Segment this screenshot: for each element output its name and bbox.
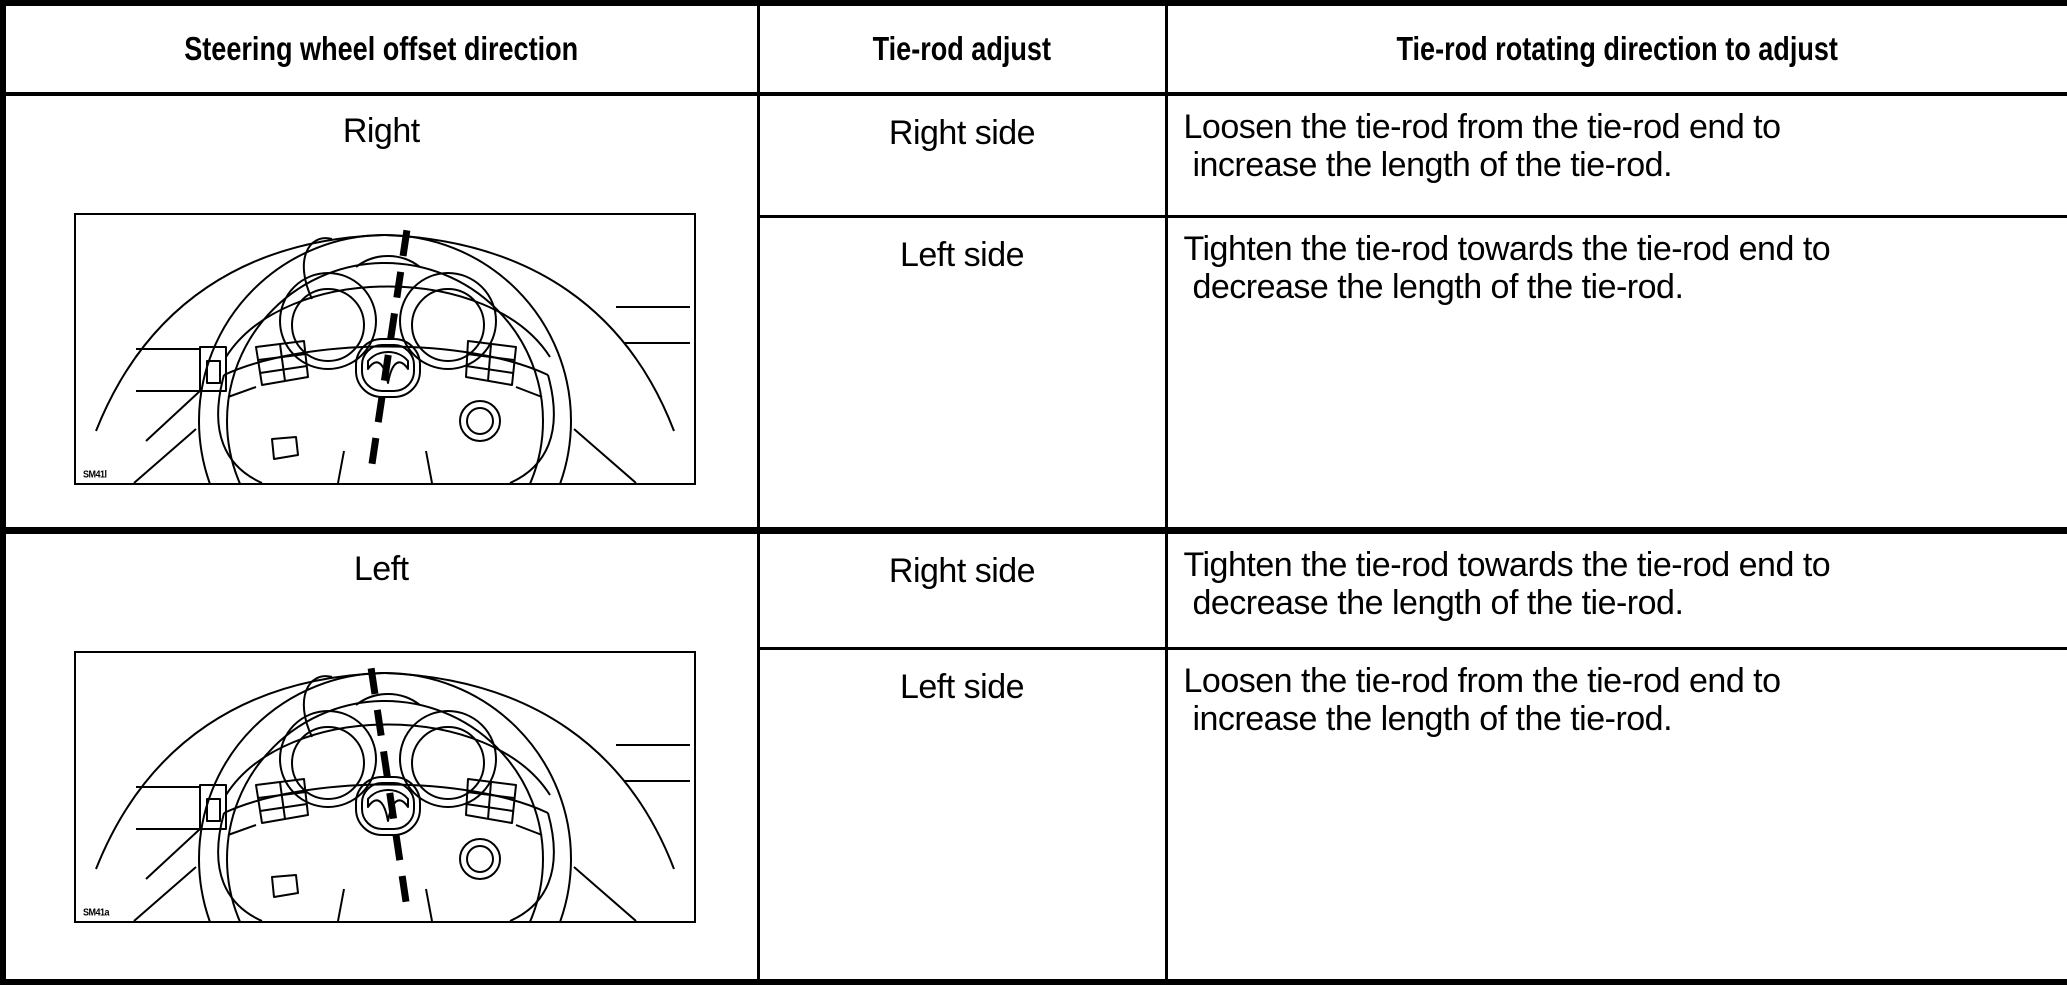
- direction-cell-right: Right: [1, 92, 760, 532]
- instruction-cell: Tighten the tie-rod towards the tie-rod …: [1164, 214, 2067, 532]
- header-rotating-direction: Tie-rod rotating direction to adjust: [1164, 1, 2067, 96]
- adjust-side-cell: Left side: [756, 214, 1168, 532]
- table-row: Right: [1, 92, 2067, 532]
- header-offset-direction: Steering wheel offset direction: [1, 1, 760, 96]
- header-tie-rod-adjust: Tie-rod adjust: [756, 1, 1168, 96]
- wheel-figure-box: SM41a: [74, 650, 696, 923]
- direction-cell-left: Left: [1, 526, 760, 984]
- header-row: Steering wheel offset direction Tie-rod …: [1, 1, 2067, 96]
- instruction-cell: Loosen the tie-rod from the tie-rod end …: [1164, 92, 2067, 218]
- adjust-side-cell: Right side: [756, 92, 1168, 218]
- header-tie-rod-adjust-label: Tie-rod adjust: [872, 30, 1052, 67]
- offset-dash-line: [367, 667, 411, 908]
- header-rotating-direction-label: Tie-rod rotating direction to adjust: [1396, 30, 1838, 67]
- table-row: Left side Loosen the tie-rod from the ti…: [3, 646, 2067, 984]
- steering-wheel-offset-left-icon: [95, 667, 690, 921]
- figure-code: SM41a: [83, 906, 110, 918]
- wheel-figure-box: SM41l: [74, 213, 696, 485]
- instruction-cell: Loosen the tie-rod from the tie-rod end …: [1164, 646, 2067, 984]
- direction-label: Left: [353, 549, 409, 588]
- offset-dash-line: [367, 229, 411, 471]
- table-row: Left side Tighten the tie-rod towards th…: [3, 214, 2067, 532]
- direction-label: Right: [342, 112, 420, 150]
- adjust-side-cell: Right side: [756, 526, 1168, 650]
- instruction-cell: Tighten the tie-rod towards the tie-rod …: [1164, 526, 2067, 650]
- figure-code: SM41l: [83, 468, 107, 480]
- table-row: Left: [1, 526, 2067, 984]
- steering-wheel-offset-right-icon: [95, 229, 690, 483]
- adjust-side-cell: Left side: [756, 646, 1168, 984]
- header-offset-direction-label: Steering wheel offset direction: [184, 30, 579, 67]
